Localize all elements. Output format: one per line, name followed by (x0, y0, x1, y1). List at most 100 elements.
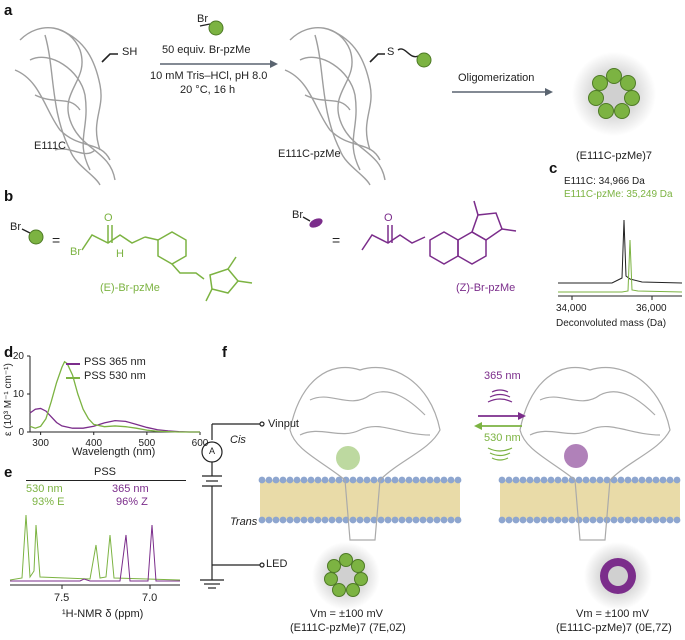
lipid-head (562, 477, 569, 484)
lipid-head (632, 477, 639, 484)
protein-structure-e111c-pzme (285, 28, 385, 185)
lipid-head (308, 477, 315, 484)
oxygen-atom-z: O (384, 212, 393, 224)
nmr-title: PSS (94, 466, 116, 478)
lipid-head (336, 517, 343, 524)
lipid-head (378, 517, 385, 524)
nmr-tick-7-5: 7.5 (54, 592, 69, 604)
e-isomer-label: (E)-Br-pzMe (100, 282, 160, 294)
mass-tick-34000: 34,000 (556, 303, 587, 314)
nmr-530-label: 530 nm (26, 483, 63, 495)
lipid-head (266, 517, 273, 524)
condition-buffer-label: 10 mM Tris–HCl, pH 8.0 (150, 70, 267, 82)
panel-letter-c: c (549, 160, 557, 177)
e111c-pzme-label: E111C-pzMe (278, 148, 341, 160)
lipid-head (385, 477, 392, 484)
lipid-head (259, 517, 266, 524)
uv-wavelength-label: 365 nm (484, 370, 521, 382)
d-y-tick-label: 0 (18, 427, 24, 438)
lipid-head (434, 517, 441, 524)
condition-temp-label: 20 °C, 16 h (180, 84, 235, 96)
sulfur-label: S (387, 46, 394, 58)
lipid-head (611, 517, 618, 524)
lipid-head (646, 477, 653, 484)
lipid-head (266, 477, 273, 484)
lipid-head (420, 477, 427, 484)
lipid-head (287, 477, 294, 484)
lipid-head (301, 517, 308, 524)
lipid-membrane-right (499, 477, 681, 524)
oxygen-atom-e: O (104, 212, 113, 224)
lipid-head (583, 477, 590, 484)
reagent-br-label: Br (197, 13, 208, 25)
vinput-label: Vinput (268, 418, 299, 430)
vis-arrow-icon (474, 422, 482, 430)
br-glyph-2: Br (292, 209, 303, 221)
lipid-head (350, 517, 357, 524)
lipid-head (259, 477, 266, 484)
lipid-head (513, 477, 520, 484)
uv-vis-ylabel: ε (10³ M⁻¹ cm⁻¹) (3, 363, 14, 436)
lipid-head (420, 517, 427, 524)
d-y-tick-label: 10 (13, 389, 25, 400)
vm-label-right: Vm = ±100 mV (576, 608, 649, 620)
lipid-head (674, 477, 681, 484)
lipid-head (499, 517, 506, 524)
legend-pss-365: PSS 365 nm (84, 356, 146, 368)
lipid-head (639, 477, 646, 484)
mass-spectrum-plot (552, 200, 685, 304)
mass-tick-36000: 36,000 (636, 303, 667, 314)
lipid-head (441, 477, 448, 484)
lipid-head (301, 477, 308, 484)
lipid-head (329, 477, 336, 484)
lipid-head (406, 477, 413, 484)
lipid-head (541, 517, 548, 524)
lipid-head (441, 517, 448, 524)
heptamer-label: (E111C-pzMe)7 (576, 150, 652, 162)
lipid-head (399, 517, 406, 524)
thiol-label: SH (122, 46, 137, 58)
legend-swatch-365 (66, 363, 80, 365)
lipid-head (506, 517, 513, 524)
lipid-head (427, 517, 434, 524)
heptamer-halo (572, 52, 656, 136)
nmr-365-label: 365 nm (112, 483, 149, 495)
lipid-head (364, 517, 371, 524)
lipid-head (527, 517, 534, 524)
lipid-head (308, 517, 315, 524)
lipid-head (646, 517, 653, 524)
lipid-head (625, 477, 632, 484)
ammeter-label: A (208, 446, 216, 456)
legend-pss-530: PSS 530 nm (84, 370, 146, 382)
lipid-head (448, 477, 455, 484)
lipid-head (597, 477, 604, 484)
br-atom-e: Br (70, 246, 81, 258)
lipid-head (399, 477, 406, 484)
lipid-head (534, 477, 541, 484)
lipid-head (513, 517, 520, 524)
br-glyph-1: Br (10, 221, 21, 233)
lipid-head (455, 517, 462, 524)
legend-swatch-530 (66, 377, 80, 379)
lipid-head (632, 517, 639, 524)
d-series-line-0 (30, 408, 200, 432)
lipid-head (357, 477, 364, 484)
lipid-head (294, 517, 301, 524)
nmr-tick-7-0: 7.0 (142, 592, 157, 604)
vm-label-left: Vm = ±100 mV (310, 608, 383, 620)
nh-atom-e: H (116, 248, 124, 260)
lipid-head (455, 477, 462, 484)
lipid-head (406, 517, 413, 524)
led-label: LED (266, 558, 287, 570)
lipid-head (541, 477, 548, 484)
mass-xlabel: Deconvoluted mass (Da) (556, 318, 666, 329)
vis-wavelength-label: 530 nm (484, 432, 521, 444)
nmr-spectrum (0, 505, 200, 605)
nmr-xlabel: ¹H-NMR δ (ppm) (62, 608, 143, 620)
lipid-head (618, 517, 625, 524)
e111c-label: E111C (34, 140, 66, 152)
nmr-title-rule (26, 480, 186, 481)
lipid-head (653, 477, 660, 484)
equals-1: = (52, 232, 60, 248)
trans-label: Trans (230, 516, 257, 528)
